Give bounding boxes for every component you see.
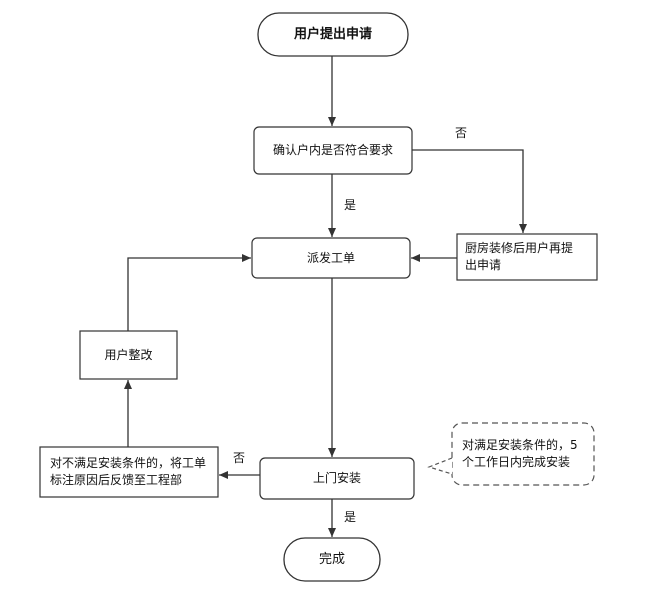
note-label-line1: 对满足安装条件的，5 [462, 438, 578, 452]
install-box [259, 457, 415, 500]
note-callout-pointer [427, 457, 453, 475]
edge-label-confirm-yes: 是 [344, 198, 357, 212]
done-terminal [283, 537, 381, 582]
start-label: 用户提出申请 [293, 27, 372, 42]
kitchen-label-line2: 出申请 [465, 258, 502, 272]
kitchen-box [456, 233, 598, 281]
note-box [451, 422, 595, 486]
dispatch-box [251, 237, 411, 279]
rectify-label: 用户整改 [104, 347, 153, 362]
reject-box [39, 446, 219, 498]
arrow-rectify-to-dispatch [127, 254, 251, 331]
reject-label-line1: 对不满足安装条件的，将工单 [50, 456, 207, 470]
kitchen-label: 厨房装修后用户再提 出申请 [457, 234, 597, 280]
reject-label: 对不满足安装条件的，将工单 标注原因后反馈至工程部 [40, 447, 218, 497]
kitchen-label-line1: 厨房装修后用户再提 [465, 241, 574, 255]
edge-label-confirm-no: 否 [455, 126, 468, 140]
rectify-box [79, 330, 178, 380]
reject-label-line2: 标注原因后反馈至工程部 [50, 473, 183, 487]
dispatch-label: 派发工单 [306, 250, 355, 265]
install-label: 上门安装 [312, 471, 361, 485]
done-label: 完成 [318, 552, 345, 567]
note-label-line2: 个工作日内完成安装 [462, 455, 571, 469]
note-label: 对满足安装条件的，5 个工作日内完成安装 [452, 423, 594, 485]
confirm-label: 确认户内是否符合要求 [272, 143, 393, 157]
edge-label-install-yes: 是 [344, 510, 357, 524]
arrow-confirm-to-kitchen [412, 149, 527, 233]
edge-label-install-no: 否 [233, 451, 246, 465]
start-terminal [257, 12, 409, 57]
